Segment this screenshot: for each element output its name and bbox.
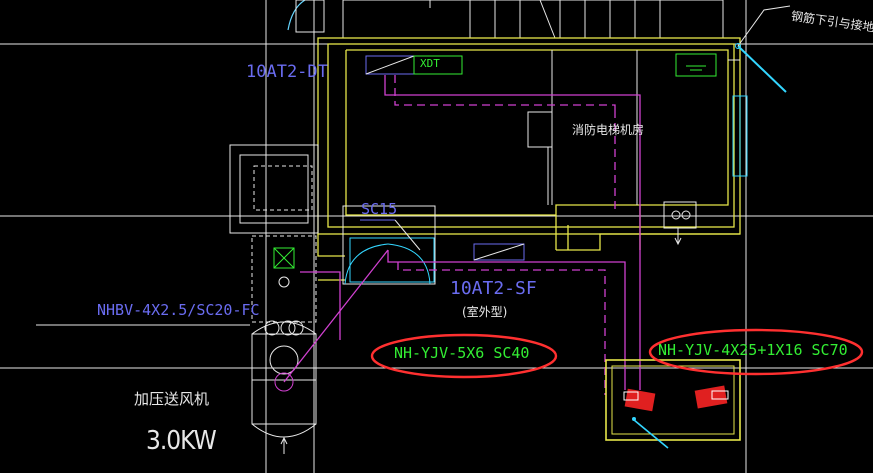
junction-box-red-right: [694, 385, 729, 409]
pit-leader: [633, 419, 669, 449]
note-leader: [737, 45, 787, 93]
stair-structure: [342, 0, 724, 39]
door-swing-top: [287, 0, 306, 31]
fan-power-label[interactable]: 3.0KW: [146, 426, 217, 456]
door-frame-top: [295, 0, 325, 33]
ground-terminal-icon: [675, 53, 717, 77]
supply-fan-equipment: [229, 144, 319, 438]
fan-name-label[interactable]: 加压送风机: [134, 390, 210, 408]
cable-spec-right[interactable]: NH-YJV-4X25+1X16 SC70: [658, 341, 848, 359]
panel-sf-label[interactable]: 10AT2-SF: [450, 278, 537, 299]
exhaust-fan-icon: [663, 201, 697, 229]
double-door: [342, 205, 436, 285]
cable-spec-left[interactable]: NHBV-4X2.5/SC20-FC: [97, 301, 260, 319]
highlight-ellipse-mid: [370, 333, 558, 379]
power-wiring: [283, 75, 641, 395]
xdt-box: [413, 55, 463, 75]
elevator-room-label[interactable]: 消防电梯机房: [572, 123, 645, 137]
highlight-ellipse-right: [648, 328, 864, 376]
sc15-label[interactable]: SC15: [361, 200, 398, 218]
junction-box-red-left: [623, 388, 656, 412]
cable-spec-mid[interactable]: NH-YJV-5X6 SC40: [394, 344, 530, 362]
fan-motor-icon: [274, 372, 294, 392]
up-arrow-icon: [280, 436, 288, 454]
elevator-room-lines: [527, 50, 740, 205]
fan-control-box: [273, 247, 295, 269]
panel-10at2-sf-box: [473, 243, 525, 261]
outdoor-type-label[interactable]: (室外型): [462, 305, 508, 319]
panel-dt-label[interactable]: 10AT2-DT: [246, 62, 328, 82]
down-arrow-icon: [674, 228, 682, 246]
xdt-label[interactable]: XDT: [420, 57, 440, 70]
